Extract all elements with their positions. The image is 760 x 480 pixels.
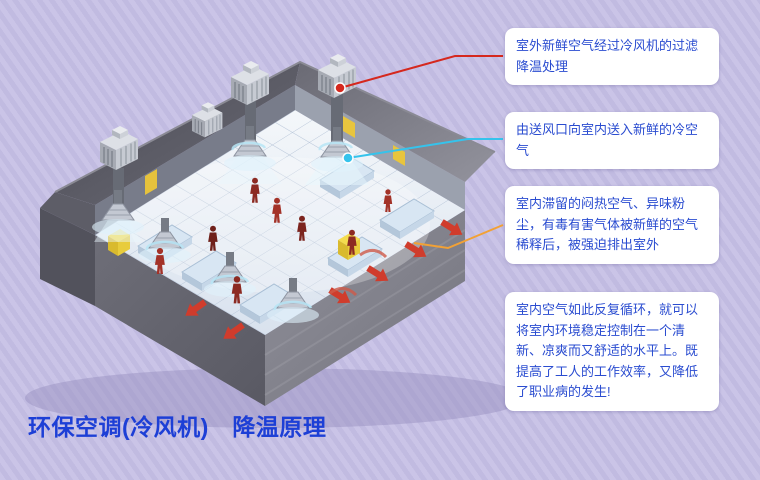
callout-fresh-air-intake: 室外新鲜空气经过冷风机的过滤降温处理 xyxy=(505,28,719,86)
page-title: 环保空调(冷风机) 降温原理 xyxy=(28,414,327,440)
intake-point-dot xyxy=(334,82,346,94)
building-exterior-walls xyxy=(40,192,466,406)
connector-line-supply-air xyxy=(347,138,503,159)
callout-text: 室内空气如此反复循环，就可以将室内环境稳定控制在一个清新、凉爽而又舒适的水平上。… xyxy=(516,302,699,400)
supply-outlet-dot xyxy=(342,152,354,164)
connector-line-fresh-air-intake xyxy=(339,55,503,89)
connector-line-exhaust xyxy=(413,224,504,250)
airflow-arcs xyxy=(145,141,354,311)
door xyxy=(145,169,157,195)
callout-text: 由送风口向室内送入新鲜的冷空气 xyxy=(516,122,699,158)
callout-text: 室内滞留的闷热空气、异味粉尘，有毒有害气体被新鲜的空气稀释后，被强迫排出室外 xyxy=(516,196,699,253)
exhaust-arrows xyxy=(181,215,467,345)
callout-text: 室外新鲜空气经过冷风机的过滤降温处理 xyxy=(516,38,699,74)
door xyxy=(343,116,355,138)
callout-connectors xyxy=(334,55,504,250)
callout-exhaust-air: 室内滞留的闷热空气、异味粉尘，有毒有害气体被新鲜的空气稀释后，被强迫排出室外 xyxy=(505,186,719,264)
callout-circulation-summary: 室内空气如此反复循环，就可以将室内环境稳定控制在一个清新、凉爽而又舒适的水平上。… xyxy=(505,292,719,411)
callout-supply-air: 由送风口向室内送入新鲜的冷空气 xyxy=(505,112,719,170)
